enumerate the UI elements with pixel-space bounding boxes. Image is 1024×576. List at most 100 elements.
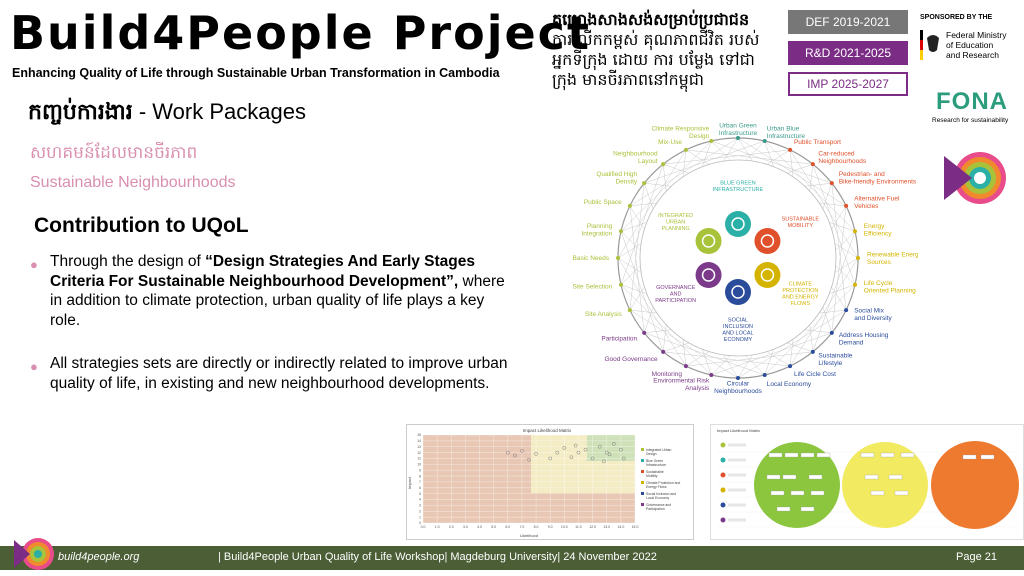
- bubble-row-marker: [720, 472, 726, 478]
- matrix-x-label: Likelihood: [520, 533, 538, 538]
- matrix-x-tick: 10.0: [561, 525, 568, 529]
- wheel-node: [627, 203, 632, 208]
- matrix-x-tick: 7.0: [519, 525, 524, 529]
- ministry-line: and Research: [946, 50, 999, 60]
- impact-likelihood-matrix: Impact Likelihood Matrix 151413121110987…: [406, 424, 694, 540]
- pillar-icon: [725, 211, 751, 237]
- work-packages-khmer: កញ្ចប់ការងារ: [28, 100, 133, 125]
- bubble-chart-title: Impact Likelihood Matrix: [717, 428, 760, 433]
- bubble-row-marker: [720, 457, 726, 463]
- wheel-chord: [644, 332, 765, 376]
- wheel-chord: [789, 149, 859, 259]
- matrix-y-tick: 14: [417, 439, 421, 443]
- bubble-tag: [880, 452, 895, 458]
- wheel-chord: [789, 257, 859, 367]
- bullet-item: ● Through the design of “Design Strategi…: [30, 252, 510, 330]
- matrix-point: [621, 456, 626, 461]
- bubble-row-marker: [720, 442, 726, 448]
- matrix-point: [506, 450, 510, 455]
- matrix-point: [513, 453, 517, 458]
- khmer-title: គម្រោងសាងសង់សម្រាប់ប្រជាជន ការលើកកម្ពស់ …: [552, 10, 782, 90]
- wheel-chord: [685, 149, 813, 165]
- bubble-row-label: [728, 503, 746, 507]
- page-subtitle: Enhancing Quality of Life through Sustai…: [12, 66, 500, 80]
- matrix-x-tick: 11.0: [575, 525, 582, 529]
- matrix-point: [607, 452, 612, 457]
- wheel-inner-icons: [695, 211, 781, 305]
- bubble-row-marker: [720, 517, 726, 523]
- wheel-node: [709, 139, 714, 144]
- matrix-x-tick: 5.0: [491, 525, 496, 529]
- matrix-y-label: Impact: [407, 476, 412, 489]
- wheel-chord: [812, 231, 856, 352]
- matrix-point: [583, 447, 588, 452]
- wheel-node: [852, 282, 857, 287]
- wheel-chord: [644, 140, 765, 184]
- wheel-chord: [617, 149, 687, 259]
- pillar-icon: [754, 262, 781, 288]
- eagle-icon: [920, 30, 939, 60]
- bubble-tag: [894, 490, 909, 496]
- fona-subtitle: Research for sustainability: [932, 117, 1009, 124]
- footer-website-link[interactable]: build4people.org: [58, 551, 140, 563]
- sustainable-neighbourhoods-khmer: សហគមន៍ដែលមានចីរភាព: [30, 143, 198, 163]
- matrix-x-tick: 1.0: [435, 525, 440, 529]
- phase-badge-def: DEF 2019-2021: [788, 10, 908, 34]
- wheel-node: [683, 364, 688, 369]
- matrix-y-tick: 11: [417, 457, 421, 461]
- matrix-x-tick: 15.0: [632, 525, 639, 529]
- sustainable-neighbourhoods-english: Sustainable Neighbourhoods: [30, 174, 236, 191]
- page-title: Build4People Project: [10, 6, 591, 60]
- ministry-logo: Federal Ministry of Education and Resear…: [920, 30, 1020, 66]
- wheel-node: [661, 162, 666, 167]
- wheel-inner-ring: [639, 159, 837, 357]
- matrix-x-tick: 13.0: [603, 525, 610, 529]
- ministry-line: of Education: [946, 40, 994, 50]
- wheel-node: [829, 181, 834, 186]
- bubble-tag: [768, 452, 783, 458]
- matrix-legend-swatch: [641, 492, 644, 495]
- wheel-strategy-label: Basic Needs: [573, 255, 610, 262]
- wheel-node: [616, 256, 620, 260]
- bullet-text: Through the design of: [50, 253, 206, 270]
- wheel-node: [627, 308, 632, 313]
- bubble-tag: [808, 474, 823, 480]
- bubble-tag: [800, 452, 815, 458]
- wheel-chord: [620, 231, 664, 352]
- matrix-point: [602, 459, 606, 464]
- footer-event-info: | Build4People Urban Quality of Life Wor…: [218, 551, 657, 563]
- wheel-node: [788, 364, 793, 369]
- matrix-x-tick: 14.0: [617, 525, 624, 529]
- bubble-tag: [790, 490, 805, 496]
- bubble-tag: [962, 454, 977, 460]
- wheel-strategy-label: Site Analysis: [585, 311, 623, 318]
- wheel-node: [619, 282, 624, 287]
- matrix-y-tick: 2: [419, 509, 421, 513]
- matrix-x-tick: 0.0: [421, 525, 426, 529]
- matrix-point: [611, 441, 616, 446]
- wheel-chord: [629, 205, 645, 333]
- wheel-node: [642, 330, 647, 335]
- bubble-impact-chart: Impact Likelihood Matrix: [710, 424, 1024, 540]
- wheel-chord: [812, 164, 856, 285]
- wheel-node: [810, 162, 815, 167]
- bubble-row-label: [728, 443, 746, 447]
- sponsor-label: SPONSORED BY THE: [920, 14, 993, 21]
- wheel-strategy-label: Good Governance: [604, 356, 658, 363]
- bubble-tag: [770, 490, 785, 496]
- pillar-icon-glyph: [731, 285, 745, 299]
- wheel-node: [642, 181, 647, 186]
- wheel-node: [661, 349, 666, 354]
